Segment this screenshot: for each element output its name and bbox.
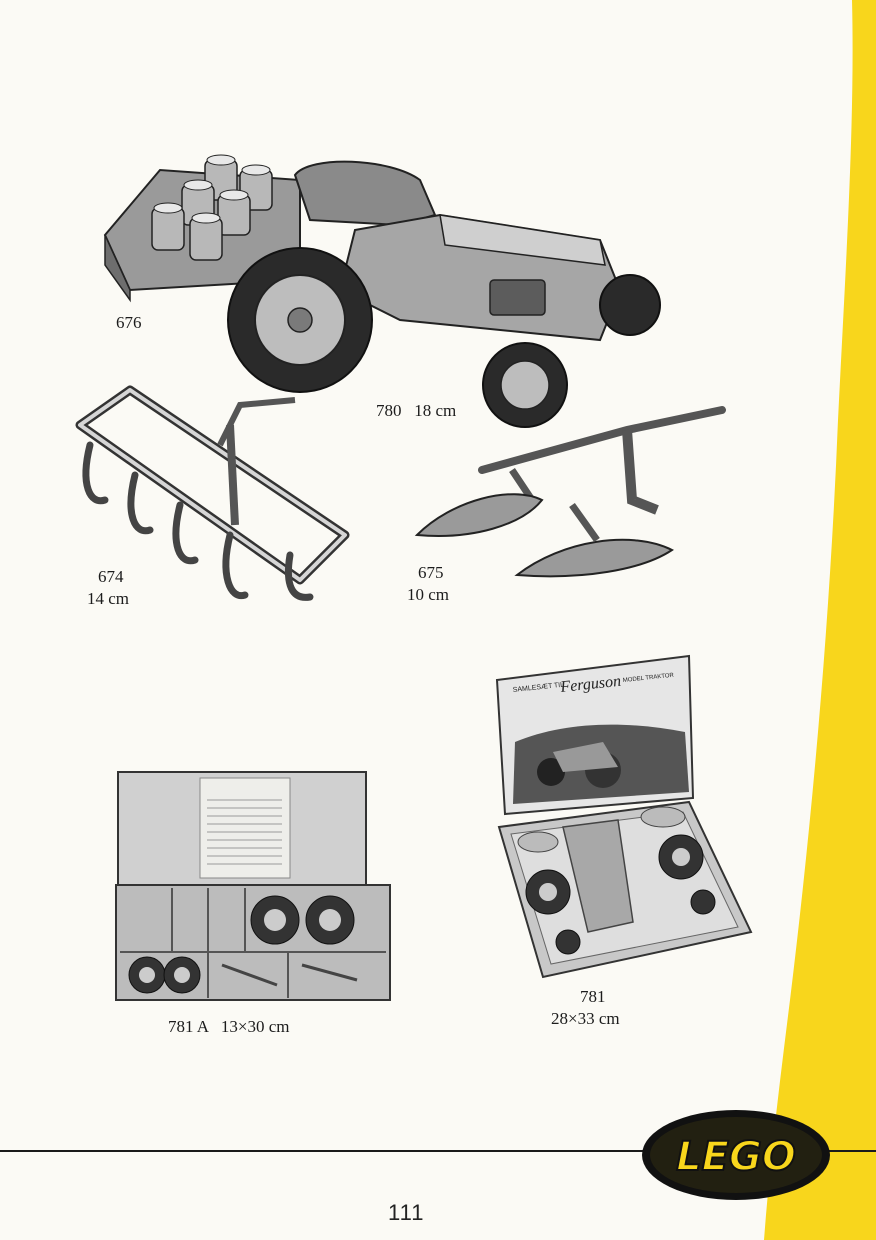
caption-674-size: 14 cm [87, 589, 130, 608]
bottom-rule [0, 1150, 876, 1152]
lego-logo-text: LEGO [676, 1134, 796, 1180]
plough-illustration [414, 406, 726, 578]
lego-logo: LEGO [642, 1110, 830, 1200]
caption-675-size: 10 cm [407, 585, 450, 604]
box-lid-line2: MODEL TRAKTOR [623, 673, 675, 684]
cultivator-illustration [75, 385, 350, 601]
caption-781-number: 781 [580, 987, 606, 1006]
caption-781-size: 28×33 cm [551, 1009, 620, 1028]
caption-781a: 781 A 13×30 cm [168, 1017, 290, 1036]
page-number: 111 [388, 1200, 425, 1225]
tractor-with-trailer-illustration [103, 154, 661, 428]
caption-780: 780 18 cm [376, 401, 457, 420]
ferguson-kit-box-781-illustration: SAMLESÆT TIL Ferguson MODEL TRAKTOR [495, 654, 753, 979]
parts-box-781a-illustration [115, 771, 391, 1001]
caption-675-number: 675 [418, 563, 444, 582]
caption-674-number: 674 [98, 567, 124, 586]
box-lid-brand: Ferguson [559, 673, 622, 696]
caption-676: 676 [116, 313, 142, 332]
